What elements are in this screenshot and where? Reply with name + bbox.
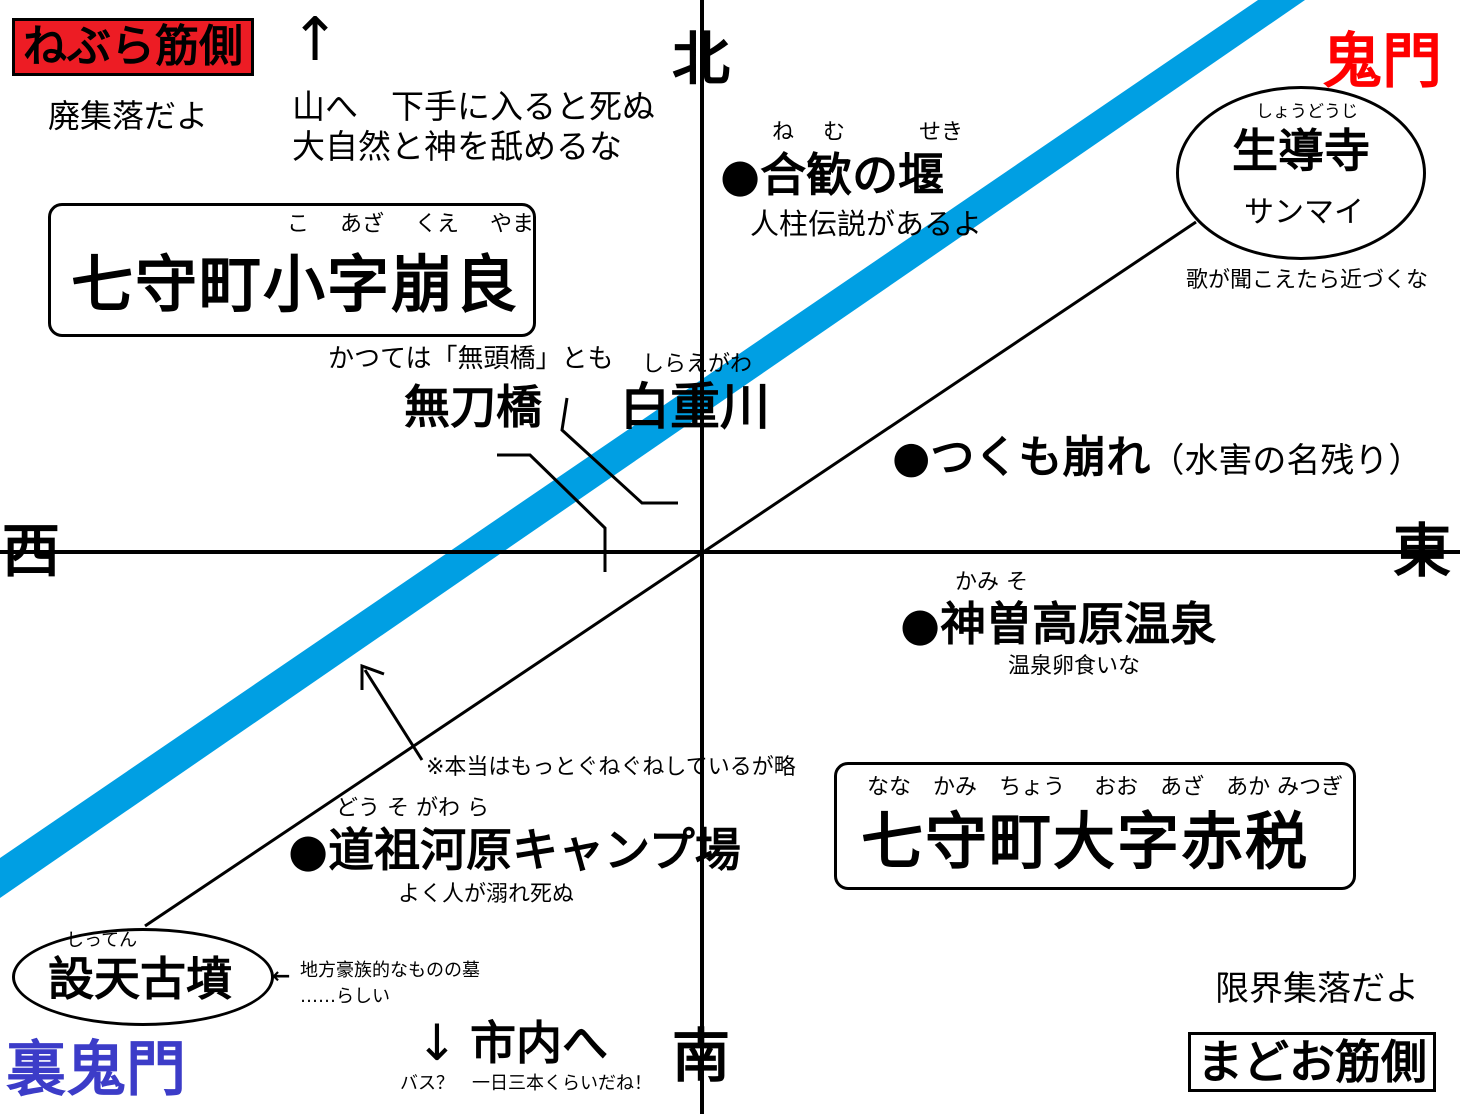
kimon-label: 鬼門: [1322, 27, 1442, 97]
koaza-box: こ あざ くえ やま 七守町小字崩良: [48, 203, 536, 337]
tomb-note-1: 地方豪族的なものの墓: [300, 960, 480, 981]
urakimon-label: 裏鬼門: [6, 1035, 186, 1105]
nebura-side-label: ねぶら筋側: [12, 18, 254, 76]
road-note: ※本当はもっとぐねぐねしているが略: [426, 755, 796, 780]
bridge-line-lower: [497, 453, 607, 572]
oaza-box: なな かみ ちょう おお あざ あか みつぎ 七守町大字赤税: [834, 762, 1356, 890]
nebura-note: 廃集落だよ: [48, 97, 209, 135]
nemu-ruby: ね むせき: [772, 120, 964, 145]
temple-name: 生導寺: [1232, 124, 1370, 178]
oaza-ruby: なな かみ ちょう おお あざ あか みつぎ: [867, 775, 1344, 800]
up-arrow-icon: ↑: [290, 5, 341, 75]
bridge-name: 無刀橋: [404, 380, 542, 434]
bridge-line-upper: [560, 397, 678, 505]
city-note: バス？ 一日三本くらいだね！: [400, 1073, 652, 1094]
koaza-name: 七守町小字崩良: [71, 248, 520, 321]
nemu-note: 人柱伝説があるよ: [750, 207, 983, 241]
left-arrow-icon: ←: [272, 964, 291, 989]
river-ruby: しらえがわ: [642, 352, 753, 377]
compass-north: 北: [672, 25, 731, 93]
temple-ellipse: [1176, 86, 1426, 260]
city-label: 市内へ: [470, 1016, 608, 1070]
mountain-note-1: 山へ 下手に入ると死ぬ: [292, 87, 655, 126]
onsen-ruby: かみ そ: [955, 570, 1028, 595]
place-nemu-weir: ●合歓の堰: [720, 148, 945, 202]
mountain-note-2: 大自然と神を舐めるな: [292, 127, 622, 166]
pointer-arrow-head: [360, 663, 385, 690]
madoo-side-label: まどお筋側: [1188, 1032, 1436, 1092]
place-camp: ●道祖河原キャンプ場: [288, 823, 741, 877]
tomb-note-2: ……らしい: [300, 986, 390, 1007]
compass-west: 西: [2, 517, 61, 585]
oaza-name: 七守町大字赤税: [861, 805, 1310, 878]
temple-note: 歌が聞こえたら近づくな: [1186, 268, 1429, 293]
pointer-arrow: [363, 669, 424, 761]
tomb-ellipse: [12, 928, 274, 1026]
tomb-name: 設天古墳: [48, 952, 232, 1006]
river: [0, 0, 1305, 898]
place-tsukumo: ●つくも崩れ（水害の名残り）: [892, 432, 1423, 483]
down-arrow-icon: ↓: [416, 1014, 458, 1072]
madoo-note: 限界集落だよ: [1215, 969, 1419, 1009]
koaza-ruby: こ あざ くえ やま: [287, 212, 535, 237]
tomb-ruby: しってん: [66, 930, 138, 951]
compass-south: 南: [672, 1022, 731, 1090]
onsen-note: 温泉卵食いな: [1008, 654, 1141, 679]
temple-ruby: しょうどうじ: [1256, 102, 1358, 122]
camp-ruby: どう そ がわ ら: [336, 796, 489, 821]
compass-east: 東: [1393, 517, 1452, 585]
bridge-note: かつては「無頭橋」とも: [328, 344, 614, 374]
river-name: 白重川: [620, 378, 770, 436]
camp-note: よく人が溺れ死ぬ: [398, 882, 575, 907]
temple-sub: サンマイ: [1244, 195, 1364, 230]
place-onsen: ●神曽高原温泉: [900, 597, 1217, 651]
road: [144, 220, 1197, 928]
